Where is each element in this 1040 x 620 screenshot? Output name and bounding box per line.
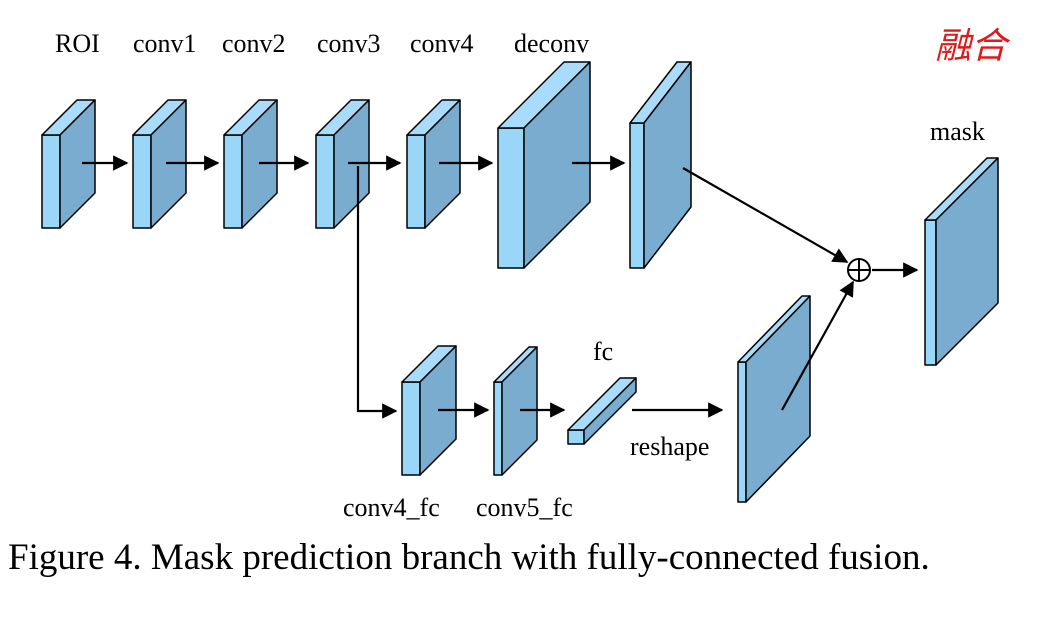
fusion-sum-node	[847, 258, 871, 282]
layer-roi	[41, 99, 96, 229]
figure-caption: Figure 4. Mask prediction branch with fu…	[8, 537, 930, 578]
arrows	[82, 155, 919, 419]
label-conv4-fc: conv4_fc	[343, 493, 440, 522]
layer-deconv	[497, 61, 591, 269]
layer-conv4	[406, 99, 461, 229]
arrow-reshaped-fusion	[781, 280, 854, 411]
label-conv5-fc: conv5_fc	[476, 493, 573, 522]
label-conv4: conv4	[410, 29, 474, 58]
layer-deconv-output	[629, 61, 692, 269]
layer-conv4-fc	[401, 345, 457, 476]
label-conv1: conv1	[133, 29, 197, 58]
label-mask: mask	[930, 117, 985, 146]
layer-fc	[567, 377, 637, 445]
arrow-conv3-branch	[356, 166, 398, 419]
layer-conv5-fc	[493, 346, 538, 476]
handwritten-note: 融合	[935, 26, 1011, 67]
label-deconv: deconv	[514, 29, 589, 58]
label-fc: fc	[593, 337, 613, 366]
label-reshape: reshape	[630, 432, 709, 461]
label-conv3: conv3	[317, 29, 381, 58]
layer-reshaped	[737, 295, 811, 503]
label-roi: ROI	[55, 29, 100, 58]
layer-mask	[924, 157, 999, 366]
arrow-deconv-out-fusion	[682, 167, 849, 263]
label-conv2: conv2	[222, 29, 286, 58]
